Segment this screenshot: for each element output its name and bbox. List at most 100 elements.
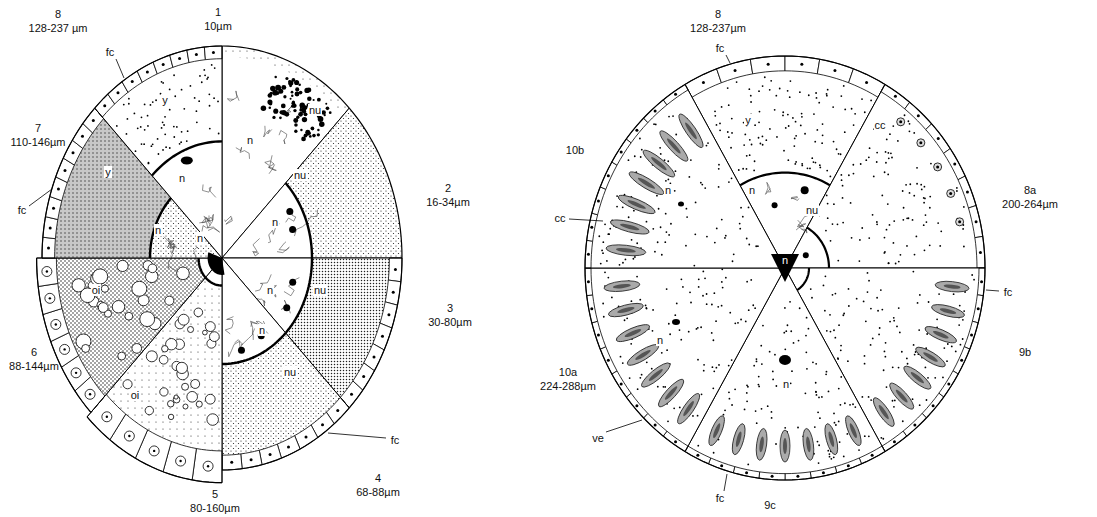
stage-number: 8 xyxy=(714,8,722,20)
yolk-granule xyxy=(876,223,878,225)
structure-label: n xyxy=(266,284,274,296)
yolk-granule xyxy=(907,363,909,365)
yolk-granule xyxy=(884,350,886,352)
yolk-granule xyxy=(884,356,886,358)
yolk-granule xyxy=(698,278,700,280)
yolk-granule xyxy=(840,345,842,347)
yolk-granule xyxy=(211,64,213,66)
yolk-granule xyxy=(179,143,181,145)
yolk-granule xyxy=(704,187,706,189)
nucleolus xyxy=(309,135,312,138)
stage-number: 1 xyxy=(214,6,222,18)
yolk-granule xyxy=(682,286,684,288)
yolk-granule xyxy=(758,376,760,378)
yolk-granule xyxy=(963,246,965,248)
follicle-nucleus xyxy=(269,453,272,456)
yolk-granule xyxy=(962,228,964,230)
yolk-granule xyxy=(660,226,662,228)
yolk-granule xyxy=(754,124,756,126)
yolk-granule xyxy=(888,262,890,264)
yolk-granule xyxy=(164,133,166,135)
cortical-vesicle xyxy=(935,280,970,294)
ooplasm xyxy=(56,258,222,396)
oil-droplet xyxy=(178,314,189,325)
yolk-granule xyxy=(896,325,898,327)
yolk-granule xyxy=(843,455,845,457)
oocyte-outline xyxy=(349,108,402,258)
yolk-granule xyxy=(842,197,844,199)
follicle-cell xyxy=(37,258,58,287)
yolk-granule xyxy=(843,313,845,315)
yolk-granule xyxy=(748,88,750,90)
yolk-granule xyxy=(652,330,654,332)
yolk-granule xyxy=(747,464,749,466)
yolk-granule xyxy=(148,162,150,164)
yolk-granule xyxy=(645,305,647,307)
oil-droplet xyxy=(194,308,203,317)
yolk-granule xyxy=(892,125,894,127)
yolk-granule xyxy=(800,124,802,126)
yolk-granule xyxy=(749,139,751,141)
yolk-granule xyxy=(844,109,846,111)
yolk-granule xyxy=(722,287,724,289)
cortical-alveolus xyxy=(949,192,952,195)
cortical-vesicle xyxy=(640,147,677,180)
cortical-vesicle xyxy=(910,371,926,385)
oil-droplet xyxy=(165,296,174,305)
yolk-granule xyxy=(629,377,631,379)
yolk-granule xyxy=(895,263,897,265)
yolk-granule xyxy=(908,217,910,219)
yolk-granule xyxy=(742,216,744,218)
yolk-granule xyxy=(848,305,850,307)
follicle-nucleus xyxy=(146,71,149,74)
nucleolus xyxy=(272,116,275,119)
yolk-granule xyxy=(753,365,755,367)
yolk-granule xyxy=(837,357,839,359)
structure-label: n xyxy=(258,324,266,336)
structure-label: fc xyxy=(715,492,726,504)
yolk-granule xyxy=(779,88,781,90)
ooplasm xyxy=(585,84,785,268)
cortical-vesicle xyxy=(780,430,790,462)
structure-label: n xyxy=(781,254,789,266)
cortical-alveolus xyxy=(897,118,905,126)
nucleolus xyxy=(311,126,315,130)
central-nucleus xyxy=(771,254,799,282)
yolk-granule xyxy=(848,288,850,290)
migrating-nucleus xyxy=(672,319,680,325)
yolk-granule xyxy=(817,441,819,443)
yolk-granule xyxy=(688,331,690,333)
yolk-granule xyxy=(872,338,874,340)
follicle-cell xyxy=(600,347,617,374)
yolk-granule xyxy=(924,198,926,200)
follicle-nucleus xyxy=(597,334,600,337)
yolk-granule xyxy=(898,367,900,369)
yolk-granule xyxy=(738,169,740,171)
oil-droplet xyxy=(168,414,173,419)
yolk-granule xyxy=(785,127,787,129)
nucleus xyxy=(152,141,222,258)
follicle-nucleus xyxy=(71,368,81,378)
yolk-granule xyxy=(739,223,741,225)
yolk-granule xyxy=(636,276,638,278)
yolk-granule xyxy=(775,385,777,387)
yolk-granule xyxy=(770,80,772,82)
nucleolus xyxy=(291,91,294,94)
yolk-granule xyxy=(713,452,715,454)
follicle-nucleus xyxy=(871,454,874,457)
follicle-nucleus xyxy=(917,114,920,117)
yolk-granule xyxy=(872,214,874,216)
yolk-granule xyxy=(713,292,715,294)
yolk-granule xyxy=(619,264,621,266)
yolk-granule xyxy=(927,377,929,379)
follicle-nucleus xyxy=(979,251,982,254)
follicle-nucleus xyxy=(587,280,590,283)
yolk-granule xyxy=(897,140,899,142)
follicle-cell xyxy=(626,393,647,418)
yolk-granule xyxy=(822,134,824,136)
chromosome-strand xyxy=(204,215,211,225)
yolk-granule xyxy=(811,297,813,299)
yolk-granule xyxy=(916,183,918,185)
structure-label: oi xyxy=(91,284,102,296)
follicle-nucleus xyxy=(60,344,70,354)
